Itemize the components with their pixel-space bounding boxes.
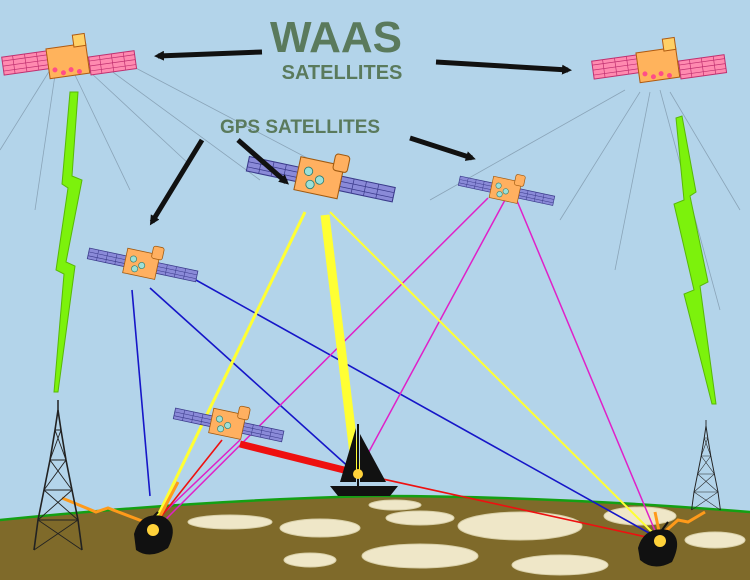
gps-satellites-label: GPS SATELLITES: [220, 117, 380, 138]
waas-subtitle: SATELLITES: [282, 62, 403, 84]
arrow-to-waas-right: [435, 59, 572, 75]
signals-yellow: [150, 211, 661, 541]
waas-uplink-left: [53, 91, 83, 393]
waas-uplink-right: [673, 115, 717, 405]
signals-red: [151, 439, 661, 541]
waas-title: WAAS: [270, 13, 402, 62]
signals-blue: [131, 269, 659, 539]
pointer-arrows: [149, 49, 572, 226]
arrow-to-gps-right: [409, 135, 476, 161]
arrow-to-gps-left: [149, 138, 205, 226]
receiver-left: [134, 511, 173, 555]
signals-magenta: [149, 195, 659, 539]
sailboat: [330, 424, 398, 496]
arrow-to-gps-center: [236, 138, 290, 185]
signals-orange: [61, 481, 706, 538]
receiver-right: [638, 521, 678, 567]
arrow-to-waas-left: [154, 49, 263, 61]
